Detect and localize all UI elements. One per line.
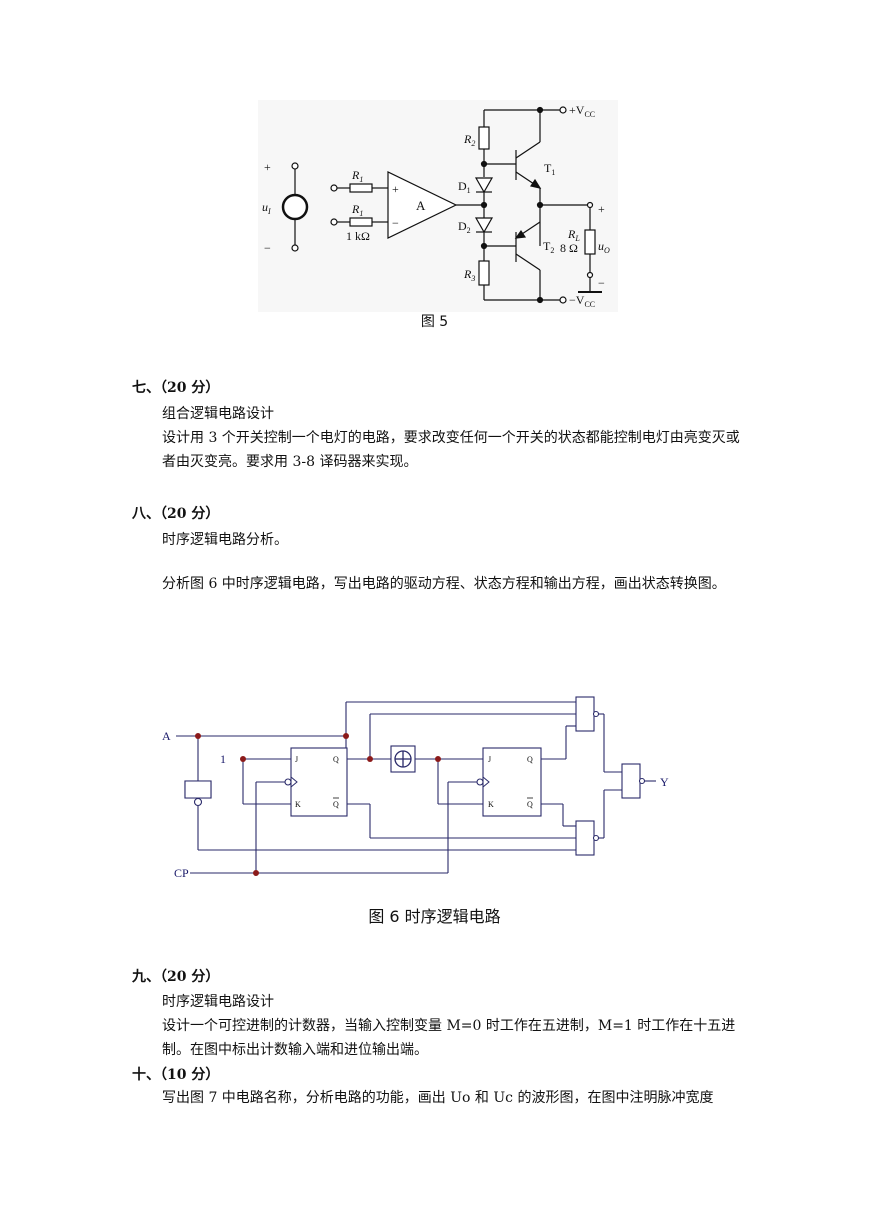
ff2-q-label: Q bbox=[527, 755, 533, 764]
t1-label: T1 bbox=[544, 161, 555, 177]
amp-plus: + bbox=[392, 182, 399, 196]
d1-label: D1 bbox=[458, 179, 471, 195]
rl-value-label: 8 Ω bbox=[560, 241, 578, 255]
d2-label: D2 bbox=[458, 219, 471, 235]
ff1-q-label: Q bbox=[333, 755, 339, 764]
vcc-bottom-label: −VCC bbox=[569, 293, 595, 309]
uo-label: uO bbox=[598, 239, 610, 255]
rl-label: RL bbox=[567, 227, 580, 243]
section-10-body: 写出图 7 中电路名称，分析电路的功能，画出 Uo 和 Uc 的波形图，在图中注… bbox=[162, 1090, 714, 1106]
ui-label: uI bbox=[262, 200, 271, 216]
ff1-k-label: K bbox=[295, 800, 301, 809]
section-9-title: 九、（20 分） bbox=[132, 969, 220, 985]
r1-bottom-label: R1 bbox=[351, 202, 363, 218]
ff1-qbar-label: Q bbox=[333, 800, 339, 809]
t2-label: T2 bbox=[543, 239, 554, 255]
input-one-label: 1 bbox=[220, 752, 226, 766]
ff2-k-label: K bbox=[488, 800, 494, 809]
section-9-subtitle: 时序逻辑电路设计 bbox=[162, 994, 274, 1010]
uo-plus: + bbox=[598, 202, 605, 216]
ff2-qbar-label: Q bbox=[527, 800, 533, 809]
ff2-j-label: J bbox=[488, 755, 491, 764]
figure-6-caption: 图 6 时序逻辑电路 bbox=[368, 907, 501, 926]
figure-6-svg: A 1 CP Y J K Q Q J K Q Q bbox=[162, 696, 669, 880]
amp-label: A bbox=[416, 198, 426, 213]
section-9-body: 设计一个可控进制的计数器，当输入控制变量 M=0 时工作在五进制，M=1 时工作… bbox=[162, 1018, 736, 1058]
r2-label: R2 bbox=[463, 132, 475, 148]
r1-value-label: 1 kΩ bbox=[346, 229, 370, 243]
input-a-label: A bbox=[162, 729, 171, 743]
ui-minus: − bbox=[264, 241, 271, 255]
figure-5-circuit: +VCC −VCC R2 R3 D1 D2 T1 T2 A + − R1 R1 … bbox=[258, 100, 618, 312]
ui-plus: + bbox=[264, 160, 271, 174]
section-7-title: 七、（20 分） bbox=[132, 380, 220, 396]
vcc-top-label: +VCC bbox=[569, 103, 595, 119]
section-7-body: 设计用 3 个开关控制一个电灯的电路，要求改变任何一个开关的状态都能控制电灯由亮… bbox=[162, 430, 740, 470]
r3-label: R3 bbox=[463, 267, 475, 283]
section-7-subtitle: 组合逻辑电路设计 bbox=[162, 406, 274, 422]
ff1-j-label: J bbox=[295, 755, 298, 764]
figure-5-svg: +VCC −VCC R2 R3 D1 D2 T1 T2 A + − R1 R1 … bbox=[258, 100, 618, 312]
section-8-title: 八、（20 分） bbox=[132, 506, 220, 522]
section-8-subtitle: 时序逻辑电路分析。 bbox=[162, 532, 288, 548]
section-8-body: 分析图 6 中时序逻辑电路，写出电路的驱动方程、状态方程和输出方程，画出状态转换… bbox=[162, 576, 726, 592]
amp-minus: − bbox=[392, 216, 399, 230]
section-10-title: 十、（10 分） bbox=[132, 1067, 220, 1083]
output-y-label: Y bbox=[660, 775, 669, 789]
figure-5-caption: 图 5 bbox=[420, 314, 449, 330]
figure-6-circuit: A 1 CP Y J K Q Q J K Q Q bbox=[158, 680, 688, 895]
cp-label: CP bbox=[174, 866, 189, 880]
r1-top-label: R1 bbox=[351, 168, 363, 184]
uo-minus: − bbox=[598, 276, 605, 290]
